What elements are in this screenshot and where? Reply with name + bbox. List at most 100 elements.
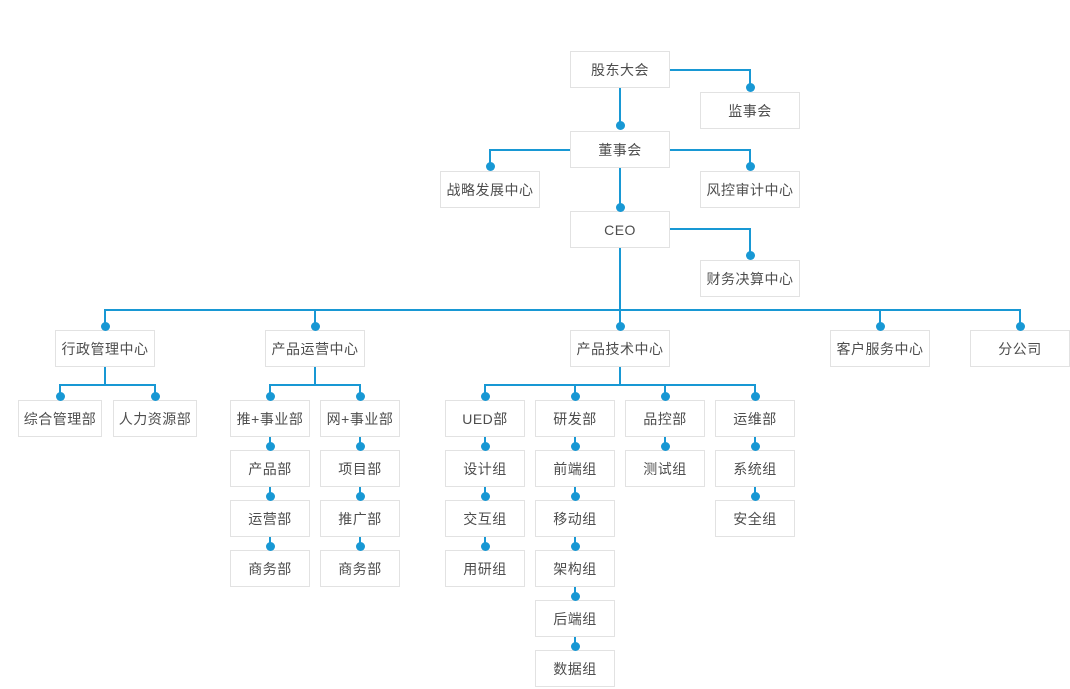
node-system-team[interactable]: 系统组 <box>715 450 795 487</box>
node-shareholders-meeting[interactable]: 股东大会 <box>570 51 670 88</box>
connector-line <box>269 385 271 397</box>
connector-dot <box>265 491 275 501</box>
connector-line <box>879 310 881 327</box>
connector-dot <box>355 491 365 501</box>
node-operations-dept[interactable]: 运营部 <box>230 500 310 537</box>
connector-dot <box>750 491 760 501</box>
connector-line <box>104 310 106 327</box>
connector-line <box>59 384 156 386</box>
node-customer-service-center[interactable]: 客户服务中心 <box>830 330 930 367</box>
node-branch-company[interactable]: 分公司 <box>970 330 1070 367</box>
node-promotion-dept[interactable]: 推广部 <box>320 500 400 537</box>
connector-dot <box>570 441 580 451</box>
connector-line <box>619 168 621 208</box>
connector-dot <box>480 491 490 501</box>
connector-dot <box>310 321 320 331</box>
connector-line <box>1019 310 1021 327</box>
connector-line <box>749 229 751 256</box>
connector-dot <box>265 391 275 401</box>
connector-dot <box>745 161 755 171</box>
node-strategy-development-center[interactable]: 战略发展中心 <box>440 171 540 208</box>
connector-line <box>754 385 756 397</box>
connector-dot <box>355 441 365 451</box>
node-product-operations-center[interactable]: 产品运营中心 <box>265 330 365 367</box>
connector-dot <box>150 391 160 401</box>
node-design-team[interactable]: 设计组 <box>445 450 525 487</box>
node-data-team[interactable]: 数据组 <box>535 650 615 687</box>
connector-line <box>59 385 61 397</box>
node-business-dept-2[interactable]: 商务部 <box>320 550 400 587</box>
connector-dot <box>615 202 625 212</box>
connector-line <box>489 150 491 167</box>
node-ued-dept[interactable]: UED部 <box>445 400 525 437</box>
connector-dot <box>615 321 625 331</box>
node-architecture-team[interactable]: 架构组 <box>535 550 615 587</box>
connector-dot <box>750 391 760 401</box>
connector-dot <box>480 391 490 401</box>
connector-line <box>104 309 1021 311</box>
connector-dot <box>265 441 275 451</box>
connector-line <box>154 385 156 397</box>
connector-line <box>670 149 751 151</box>
connector-line <box>749 150 751 167</box>
connector-dot <box>55 391 65 401</box>
connector-line <box>489 149 570 151</box>
connector-dot <box>355 391 365 401</box>
node-admin-management-center[interactable]: 行政管理中心 <box>55 330 155 367</box>
connector-line <box>664 385 666 397</box>
connector-line <box>619 367 621 386</box>
node-interaction-team[interactable]: 交互组 <box>445 500 525 537</box>
connector-dot <box>745 250 755 260</box>
node-devops-dept[interactable]: 运维部 <box>715 400 795 437</box>
node-wang-division[interactable]: 网+事业部 <box>320 400 400 437</box>
connector-dot <box>660 391 670 401</box>
node-tui-division[interactable]: 推+事业部 <box>230 400 310 437</box>
node-rd-dept[interactable]: 研发部 <box>535 400 615 437</box>
node-mobile-team[interactable]: 移动组 <box>535 500 615 537</box>
connector-line <box>574 385 576 397</box>
node-product-dept[interactable]: 产品部 <box>230 450 310 487</box>
connector-dot <box>480 541 490 551</box>
connector-line <box>314 367 316 386</box>
connector-dot <box>570 491 580 501</box>
node-supervisory-board[interactable]: 监事会 <box>700 92 800 129</box>
connector-line <box>359 385 361 397</box>
node-backend-team[interactable]: 后端组 <box>535 600 615 637</box>
node-ceo[interactable]: CEO <box>570 211 670 248</box>
connector-line <box>314 310 316 327</box>
node-security-team[interactable]: 安全组 <box>715 500 795 537</box>
node-project-dept[interactable]: 项目部 <box>320 450 400 487</box>
connector-dot <box>750 441 760 451</box>
node-board-of-directors[interactable]: 董事会 <box>570 131 670 168</box>
node-test-team[interactable]: 测试组 <box>625 450 705 487</box>
connector-dot <box>485 161 495 171</box>
connector-line <box>670 228 751 230</box>
connector-line <box>619 248 621 310</box>
node-business-dept-1[interactable]: 商务部 <box>230 550 310 587</box>
node-frontend-team[interactable]: 前端组 <box>535 450 615 487</box>
node-qc-dept[interactable]: 品控部 <box>625 400 705 437</box>
node-general-admin-dept[interactable]: 综合管理部 <box>18 400 102 437</box>
connector-dot <box>660 441 670 451</box>
node-user-research-team[interactable]: 用研组 <box>445 550 525 587</box>
connector-dot <box>570 641 580 651</box>
connector-dot <box>570 591 580 601</box>
node-product-technology-center[interactable]: 产品技术中心 <box>570 330 670 367</box>
node-risk-audit-center[interactable]: 风控审计中心 <box>700 171 800 208</box>
connector-dot <box>265 541 275 551</box>
connector-line <box>619 88 621 126</box>
connector-line <box>749 70 751 88</box>
connector-dot <box>615 120 625 130</box>
connector-dot <box>1015 321 1025 331</box>
connector-line <box>670 69 751 71</box>
connector-dot <box>745 82 755 92</box>
connector-dot <box>875 321 885 331</box>
node-finance-settlement-center[interactable]: 财务决算中心 <box>700 260 800 297</box>
connector-dot <box>100 321 110 331</box>
connector-dot <box>570 391 580 401</box>
node-hr-dept[interactable]: 人力资源部 <box>113 400 197 437</box>
connector-dot <box>480 441 490 451</box>
connector-dot <box>355 541 365 551</box>
connector-line <box>619 310 621 327</box>
